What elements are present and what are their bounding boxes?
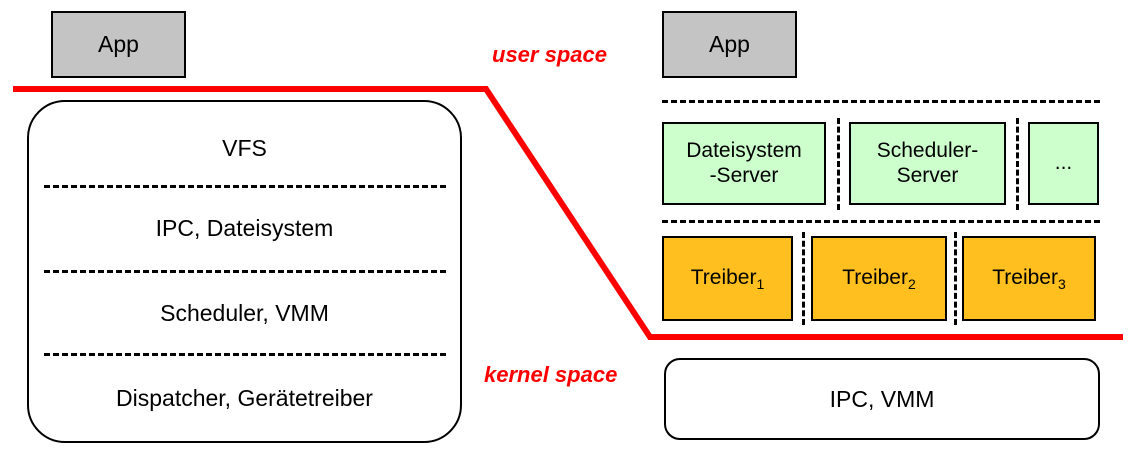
left-divider-2 xyxy=(44,270,446,273)
right-divider-below-servers xyxy=(662,220,1100,223)
server-box-dateisystem-line2: -Server xyxy=(709,163,779,187)
left-app-box: App xyxy=(51,11,186,78)
left-layer-vfs-label: VFS xyxy=(222,134,267,161)
server-box-more-label: ... xyxy=(1054,151,1073,175)
right-app-label: App xyxy=(709,31,750,58)
left-layer-ipc-dateisystem: IPC, Dateisystem xyxy=(27,200,462,256)
driver-separator-1 xyxy=(802,232,805,325)
server-box-scheduler: Scheduler- Server xyxy=(849,122,1006,205)
driver-separator-2 xyxy=(954,232,957,325)
driver-box-1-label: Treiber1 xyxy=(690,265,765,293)
right-divider-above-servers xyxy=(662,100,1100,103)
left-layer-dispatcher-geraetetreiber-label: Dispatcher, Gerätetreiber xyxy=(116,384,373,411)
kernel-space-label: kernel space xyxy=(484,362,618,387)
driver-box-2-label: Treiber2 xyxy=(842,265,916,293)
left-layer-dispatcher-geraetetreiber: Dispatcher, Gerätetreiber xyxy=(27,370,462,426)
server-box-dateisystem-line1: Dateisystem xyxy=(686,139,802,163)
left-layer-vfs: VFS xyxy=(27,118,462,178)
server-box-dateisystem: Dateisystem -Server xyxy=(662,122,826,205)
left-divider-1 xyxy=(44,185,446,188)
driver-box-2: Treiber2 xyxy=(811,236,947,321)
driver-box-3: Treiber3 xyxy=(962,236,1096,321)
server-box-more: ... xyxy=(1028,122,1099,205)
left-app-label: App xyxy=(98,31,139,58)
server-separator-2 xyxy=(1016,118,1019,210)
left-layer-scheduler-vmm-label: Scheduler, VMM xyxy=(160,299,329,326)
server-separator-1 xyxy=(837,118,840,210)
driver-box-3-label: Treiber3 xyxy=(992,265,1066,293)
left-layer-ipc-dateisystem-label: IPC, Dateisystem xyxy=(155,214,334,241)
driver-box-1: Treiber1 xyxy=(662,236,793,321)
server-box-scheduler-line1: Scheduler- xyxy=(876,139,979,163)
right-app-box: App xyxy=(662,11,797,78)
microkernel-box: IPC, VMM xyxy=(664,358,1100,440)
left-layer-scheduler-vmm: Scheduler, VMM xyxy=(27,285,462,341)
user-space-label: user space xyxy=(492,42,607,67)
microkernel-label: IPC, VMM xyxy=(829,385,935,412)
server-box-scheduler-line2: Server xyxy=(896,163,959,187)
left-divider-3 xyxy=(44,353,446,356)
